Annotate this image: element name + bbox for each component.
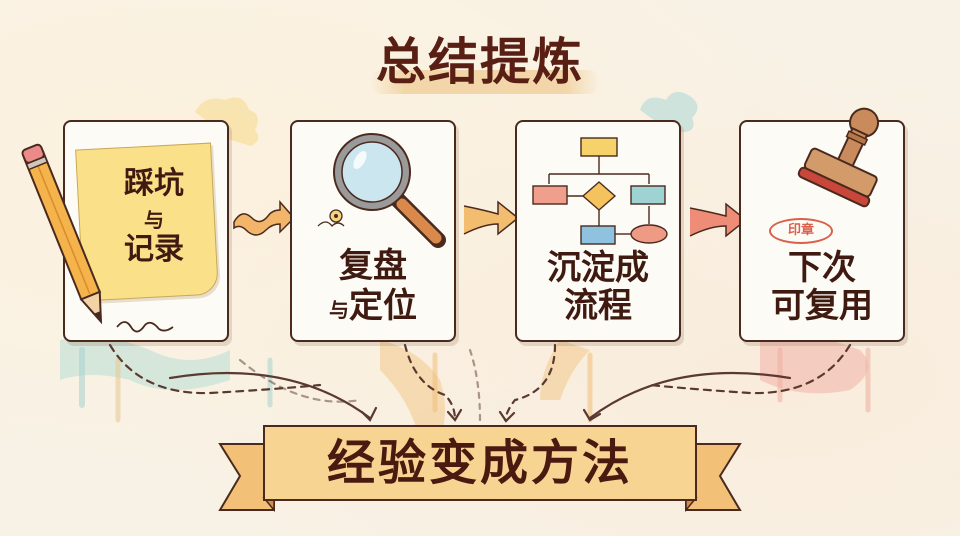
step-label-line2: 定位 bbox=[349, 286, 417, 326]
scribble-icon bbox=[116, 321, 174, 333]
title-block: 总结提炼 bbox=[350, 28, 610, 98]
step-panel-reuse: 印章 下次 可复用 bbox=[739, 120, 905, 342]
step-label-line2: 流程 bbox=[564, 286, 632, 326]
banner: 经验变成方法 bbox=[265, 425, 695, 501]
step-label-line1: 复盘 bbox=[339, 246, 407, 286]
step-panel-process: 沉淀成 流程 bbox=[515, 120, 681, 342]
stamp-mark: 印章 bbox=[769, 218, 833, 244]
page-title: 总结提炼 bbox=[376, 33, 584, 91]
orange-arrow-icon bbox=[463, 200, 520, 236]
title-highlight bbox=[370, 70, 600, 94]
banner-text: 经验变成方法 bbox=[326, 435, 633, 491]
step-panel-review: 复盘 与定位 bbox=[290, 120, 456, 342]
bug-icon bbox=[317, 209, 345, 227]
step-label-line2: 可复用 bbox=[771, 286, 873, 326]
flowchart-icon bbox=[532, 137, 668, 245]
step-label-line1: 踩坑 bbox=[124, 166, 184, 201]
wavy-arrow-icon bbox=[233, 200, 296, 236]
rubber-stamp-icon bbox=[797, 107, 880, 208]
step-label-connector: 与 bbox=[144, 208, 164, 232]
ribbon-banner bbox=[218, 425, 742, 513]
step-label-line2: 记录 bbox=[124, 232, 184, 267]
step-label-line2-row: 与定位 bbox=[292, 286, 454, 332]
pencil-icon bbox=[21, 143, 103, 325]
step-label-line1: 沉淀成 bbox=[547, 248, 649, 288]
step-label-connector: 与 bbox=[329, 298, 349, 322]
step-label-line1: 下次 bbox=[788, 248, 856, 288]
magnifying-glass-icon bbox=[333, 133, 446, 248]
stamp-text: 印章 bbox=[787, 223, 814, 238]
